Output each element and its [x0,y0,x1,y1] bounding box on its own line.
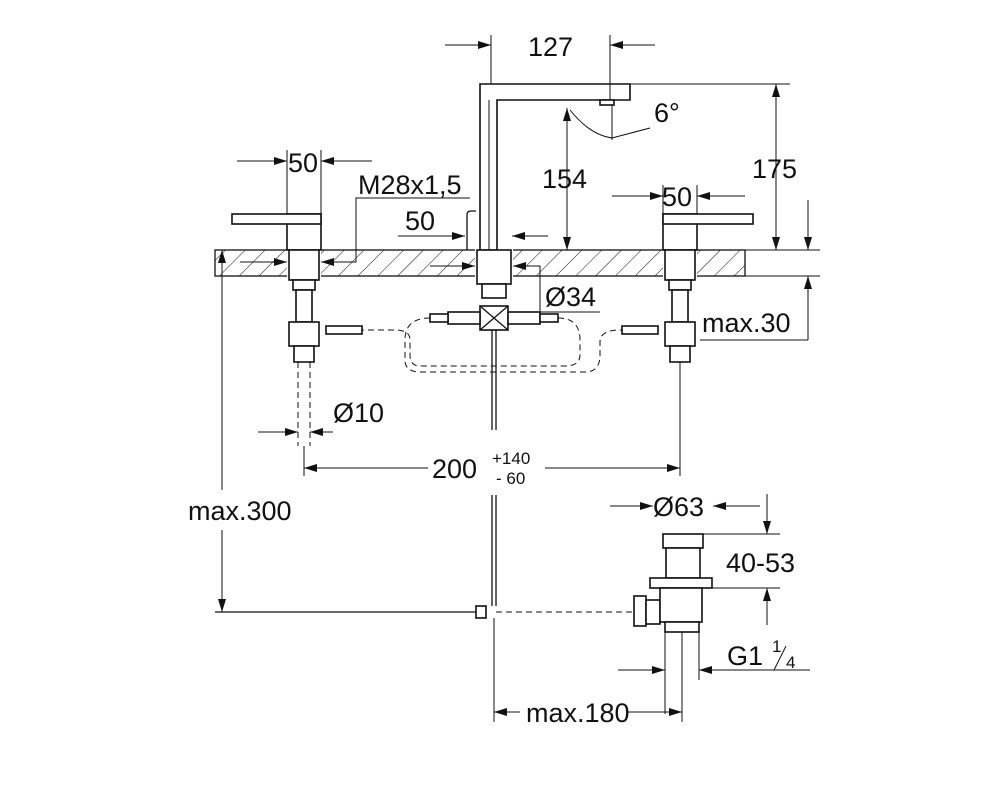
label-deck-thickness: max.30 [702,308,791,338]
label-thread: M28x1,5 [358,170,462,200]
center-mixer-body [429,249,559,606]
dimension-lines [218,35,820,722]
label-total-height: 175 [752,154,797,184]
label-handle-spacing: 200 [432,454,477,484]
label-drain-thread-numerator: 1 [772,637,781,656]
label-spout-height: 154 [542,164,587,194]
label-spout-hole-diameter: Ø34 [545,282,596,312]
dimension-labels: 127 6° 154 175 50 50 M28x1,5 50 Ø34 max.… [188,32,797,728]
label-drain-offset: max.180 [526,698,630,728]
flexible-hoses [325,317,660,373]
label-drain-range: 40-53 [726,548,795,578]
label-below-deck-depth: max.300 [188,496,292,526]
pop-up-drain [215,533,713,633]
left-handle [231,213,322,251]
label-drain-thread: G1 [727,641,763,671]
label-tail-diameter: Ø10 [333,398,384,428]
label-spout-reach: 127 [528,32,573,62]
label-handle-spacing-tolerance-plus: +140 [492,449,530,468]
label-drain-head-diameter: Ø63 [653,492,704,522]
left-valve-body [288,249,320,446]
right-handle [662,213,754,251]
label-handle-spacing-tolerance-minus: - 60 [496,469,525,488]
right-valve-body [664,249,696,363]
label-spout-angle: 6° [654,98,680,128]
label-lift-rod-offset: 50 [405,206,435,236]
label-right-handle-width: 50 [662,182,692,212]
label-drain-thread-denominator: 4 [786,653,795,672]
label-left-handle-width: 50 [288,148,318,178]
